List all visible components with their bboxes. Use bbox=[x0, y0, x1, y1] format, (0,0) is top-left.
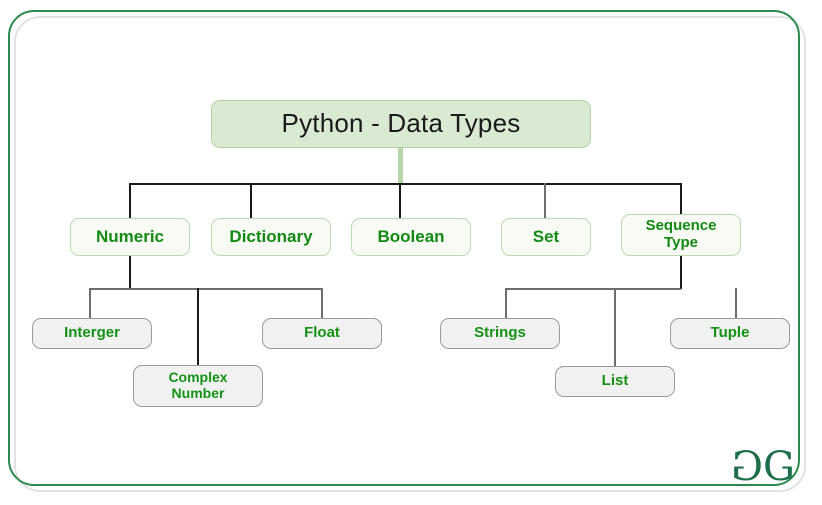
node-label: Float bbox=[304, 324, 340, 342]
node-boolean[interactable]: Boolean bbox=[351, 218, 471, 256]
geeksforgeeks-logo: GG bbox=[732, 444, 795, 490]
connector-numeric-stem bbox=[129, 255, 131, 289]
node-interger[interactable]: Interger bbox=[32, 318, 152, 349]
node-label-line1: Complex bbox=[168, 369, 228, 386]
node-label: Numeric bbox=[95, 227, 165, 247]
connector-drop-strings bbox=[505, 288, 507, 319]
node-label: Tuple bbox=[710, 324, 750, 342]
connector-drop-set bbox=[544, 183, 546, 219]
node-set[interactable]: Set bbox=[501, 218, 591, 256]
connector-drop-complex-number bbox=[197, 288, 199, 366]
connector-drop-list bbox=[614, 288, 616, 366]
node-numeric[interactable]: Numeric bbox=[70, 218, 190, 256]
node-label-line2: Number bbox=[171, 385, 225, 401]
node-sequence-type[interactable]: Sequence Type bbox=[621, 214, 741, 256]
node-label: Complex Number bbox=[168, 369, 228, 401]
connector-root-stub bbox=[398, 146, 403, 184]
node-label-line2: Type bbox=[664, 234, 698, 251]
node-label: List bbox=[601, 372, 629, 390]
connector-drop-numeric bbox=[129, 183, 131, 219]
connector-sequence-stem bbox=[680, 255, 682, 289]
node-label: Interger bbox=[64, 324, 120, 342]
logo-reversed-g: G bbox=[732, 444, 764, 490]
logo-g: G bbox=[763, 444, 795, 490]
connector-drop-interger bbox=[89, 288, 91, 319]
frame-shadow bbox=[14, 16, 806, 492]
node-label: Boolean bbox=[377, 227, 445, 247]
node-list[interactable]: List bbox=[555, 366, 675, 397]
node-strings[interactable]: Strings bbox=[440, 318, 560, 349]
frame-border bbox=[8, 10, 800, 486]
connector-drop-boolean bbox=[399, 183, 401, 219]
node-tuple[interactable]: Tuple bbox=[670, 318, 790, 349]
node-label-line1: Sequence bbox=[645, 217, 717, 235]
connector-drop-tuple bbox=[735, 288, 737, 319]
connector-drop-float bbox=[321, 288, 323, 319]
connector-drop-dictionary bbox=[250, 183, 252, 219]
node-label: Python - Data Types bbox=[281, 108, 521, 139]
connector-numeric-bus bbox=[89, 288, 323, 290]
node-python-data-types[interactable]: Python - Data Types bbox=[211, 100, 591, 148]
connector-sequence-bus bbox=[506, 288, 681, 290]
connector-main-bus bbox=[130, 183, 682, 185]
node-dictionary[interactable]: Dictionary bbox=[211, 218, 331, 256]
node-label: Strings bbox=[474, 324, 526, 342]
node-float[interactable]: Float bbox=[262, 318, 382, 349]
node-label: Sequence Type bbox=[645, 217, 717, 252]
node-label: Dictionary bbox=[229, 227, 313, 247]
node-label: Set bbox=[532, 227, 560, 247]
node-complex-number[interactable]: Complex Number bbox=[133, 365, 263, 407]
connector-drop-sequence bbox=[680, 183, 682, 214]
